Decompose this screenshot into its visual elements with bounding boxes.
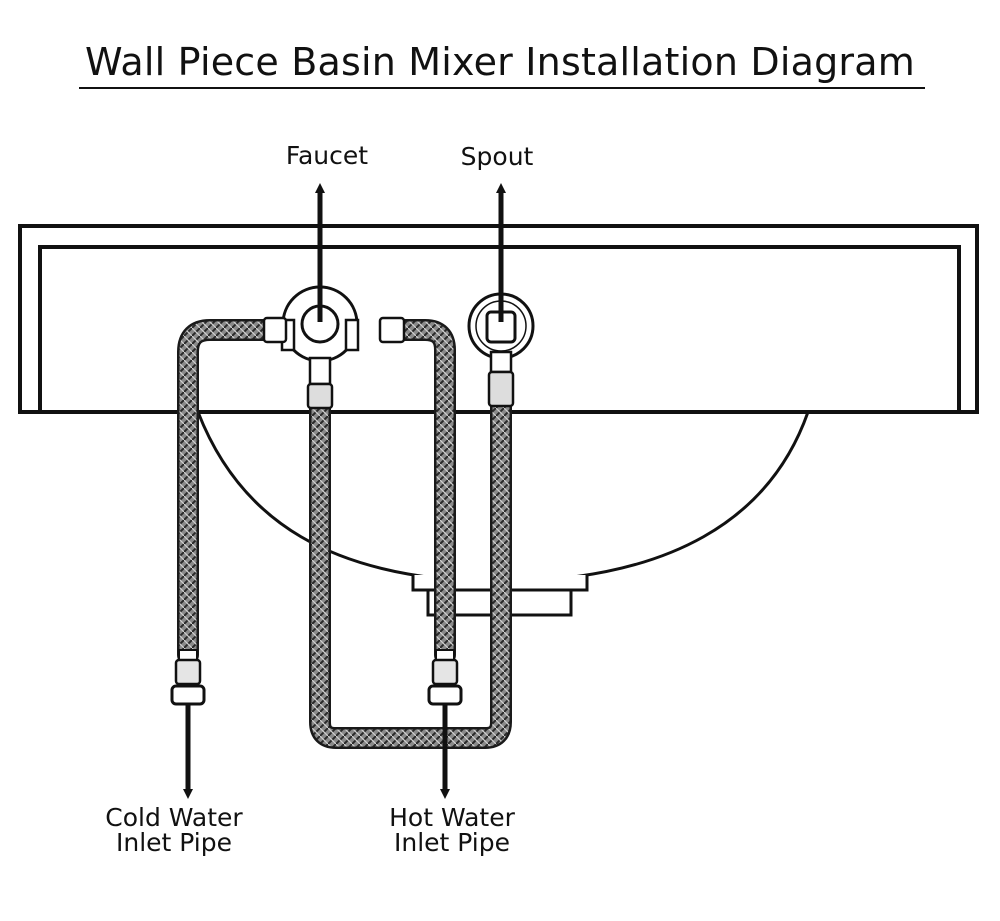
- diagram-title: Wall Piece Basin Mixer Installation Diag…: [85, 40, 915, 84]
- hot-water-label-line1: Hot Water: [389, 803, 515, 832]
- faucet-label: Faucet: [286, 141, 368, 170]
- cold-water-label-line2: Inlet Pipe: [116, 828, 232, 857]
- hot-water-label-line2: Inlet Pipe: [394, 828, 510, 857]
- title-underline: [79, 87, 925, 89]
- hot-inlet-fitting: [427, 649, 463, 706]
- cold-inlet-fitting: [170, 649, 206, 706]
- mixer-spout-hose-loop: [309, 389, 512, 749]
- spout-label: Spout: [461, 142, 534, 171]
- cold-water-label-line1: Cold Water: [105, 803, 243, 832]
- hoses: [177, 319, 512, 749]
- faucet-body: [262, 285, 406, 410]
